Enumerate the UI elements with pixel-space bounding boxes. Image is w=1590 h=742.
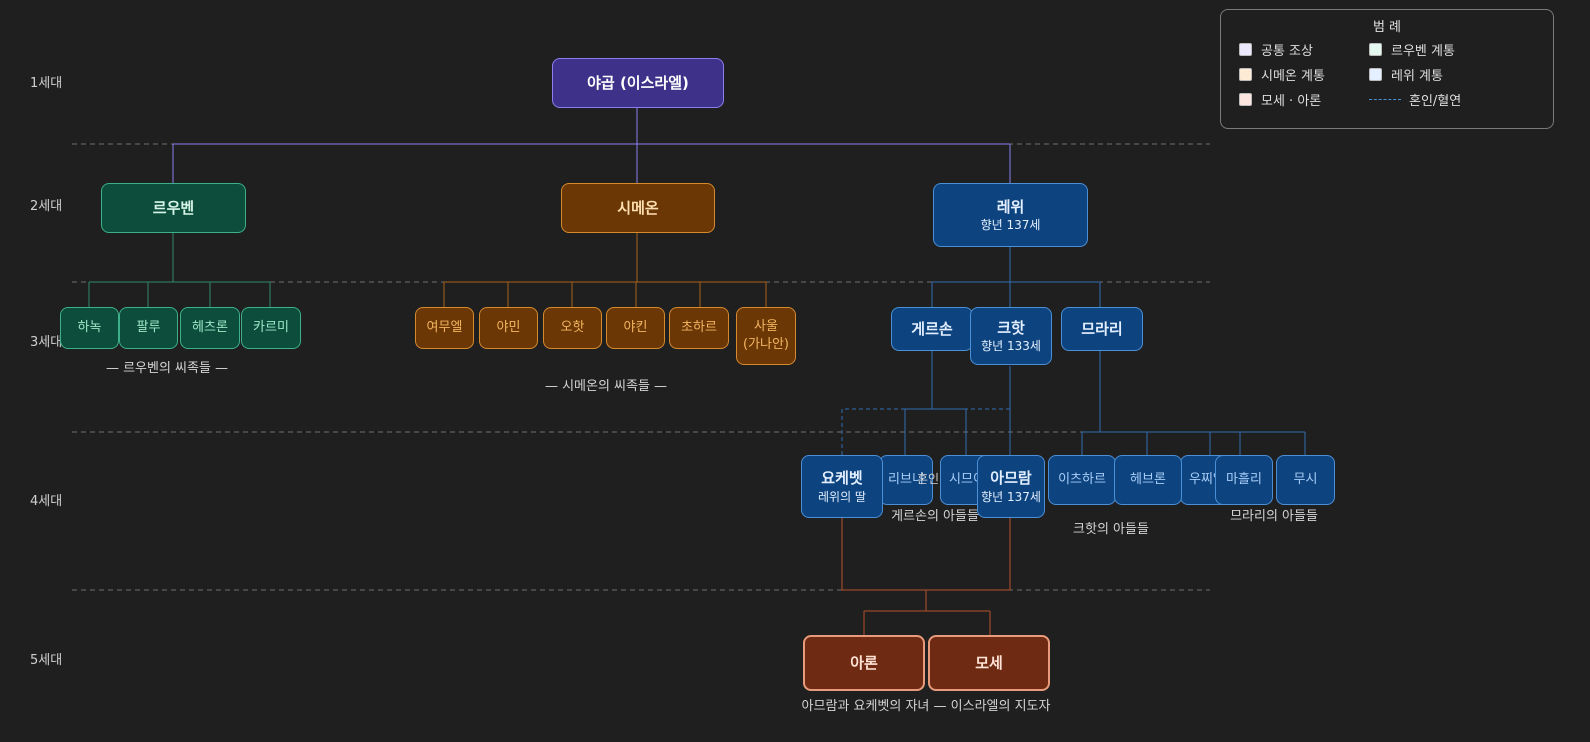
caption-kohath-sons: 크핫의 아들들 [1073,522,1149,537]
node-jamin-name: 야민 [496,320,521,336]
node-jemuel[interactable]: 여무엘 [415,307,474,349]
caption-reuben-clans: — 르우벤의 씨족들 — [105,361,229,376]
levi-lineage-connector [904,247,1306,455]
legend-label-marriage: 혼인/혈연 [1409,94,1462,109]
node-hanoch-name: 하녹 [77,320,102,336]
legend-swatch-reuben [1369,43,1382,56]
node-reuben[interactable]: 르우벤 [101,183,246,233]
legend-item-marriage: 혼인/혈연 [1369,90,1461,109]
generation-label-2: 2세대 [30,199,63,214]
node-jochebed-note: 레위의 딸 [818,489,866,504]
legend-label-simeon: 시메온 계통 [1261,69,1325,84]
node-carmi-name: 카르미 [253,320,289,336]
caption-gershon-sons: 게르손의 아들들 [891,509,979,524]
legend-swatch-moses [1239,93,1252,106]
legend-label-moses: 모세 · 아론 [1261,94,1322,109]
node-shaul-name: 사울 [754,319,778,335]
legend-dash-marriage [1369,99,1401,100]
node-shaul[interactable]: 사울 (가나안) [736,307,796,365]
node-moses[interactable]: 모세 [928,635,1050,691]
node-mushi[interactable]: 무시 [1276,455,1335,505]
node-simeon-name: 시메온 [617,198,659,217]
node-jacob-name: 야곱 (이스라엘) [587,73,689,92]
node-izhar-name: 이츠하르 [1058,472,1106,488]
legend-panel: 범 례 공통 조상 르우벤 계통 시메온 계통 레위 계통 모세 · 아론 혼인… [1220,9,1554,129]
reuben-clans-connector [88,233,271,307]
legend-item-common: 공통 조상 [1239,40,1313,59]
node-gershon[interactable]: 게르손 [891,307,973,351]
legend-label-levi: 레위 계통 [1391,69,1443,84]
node-hezron-name: 헤츠론 [192,320,228,336]
legend-swatch-levi [1369,68,1382,81]
node-aaron-name: 아론 [850,653,878,672]
children-connector [841,518,1011,635]
legend-label-reuben: 르우벤 계통 [1391,44,1455,59]
node-amram-age: 향년 137세 [981,489,1041,504]
node-levi[interactable]: 레위 향년 137세 [933,183,1088,247]
node-libni-name: 리브니 [888,472,924,488]
node-shimei-name: 시므이 [949,472,985,488]
node-kohath-age: 향년 133세 [981,339,1041,354]
jacob-sons-connector [172,108,1011,183]
node-jochebed-name: 요케벳 [821,469,863,488]
node-aaron[interactable]: 아론 [803,635,925,691]
caption-gen5-note: 아므람과 요케벳의 자녀 — 이스라엘의 지도자 [801,699,1051,714]
node-amram[interactable]: 아므람 향년 137세 [977,455,1045,518]
node-jochebed[interactable]: 요케벳 레위의 딸 [801,455,883,518]
legend-item-levi: 레위 계통 [1369,65,1443,84]
node-ohad[interactable]: 오핫 [543,307,602,349]
node-merari-name: 므라리 [1081,319,1123,338]
caption-simeon-clans: — 시메온의 씨족들 — [544,379,668,394]
node-jachin[interactable]: 야킨 [606,307,665,349]
node-hanoch[interactable]: 하녹 [60,307,119,349]
caption-merari-sons: 므라리의 아들들 [1230,509,1318,524]
node-amram-name: 아므람 [990,469,1032,488]
node-pallu-name: 팔루 [136,320,161,336]
generation-label-4: 4세대 [30,494,63,509]
node-jacob[interactable]: 야곱 (이스라엘) [552,58,724,108]
node-reuben-name: 르우벤 [152,198,195,217]
legend-item-moses: 모세 · 아론 [1239,90,1321,109]
node-levi-age: 향년 137세 [980,218,1041,233]
node-simeon[interactable]: 시메온 [561,183,715,233]
node-mahli-name: 마흘리 [1226,472,1262,488]
legend-swatch-common [1239,43,1252,56]
node-zohar-name: 초하르 [681,320,717,336]
node-jamin[interactable]: 야민 [479,307,538,349]
node-hebron[interactable]: 헤브론 [1114,455,1182,505]
node-carmi[interactable]: 카르미 [241,307,301,349]
generation-label-5: 5세대 [30,653,63,668]
node-kohath-name: 크핫 [997,318,1025,337]
legend-label-common: 공통 조상 [1261,44,1313,59]
legend-swatch-simeon [1239,68,1252,81]
node-libni[interactable]: 리브니 [879,455,933,505]
legend-title: 범 례 [1372,20,1402,35]
generation-label-1: 1세대 [30,76,63,91]
node-hebron-name: 헤브론 [1130,472,1166,488]
legend-item-reuben: 르우벤 계통 [1369,40,1455,59]
caption-marriage: 혼인 [916,472,940,486]
simeon-clans-connector [443,233,767,307]
node-mahli[interactable]: 마흘리 [1215,455,1273,505]
node-merari[interactable]: 므라리 [1061,307,1143,351]
marriage-connector [841,366,1011,455]
node-ohad-name: 오핫 [560,320,585,336]
generation-label-3: 3세대 [30,335,63,350]
node-izhar[interactable]: 이츠하르 [1048,455,1116,505]
legend-item-simeon: 시메온 계통 [1239,65,1325,84]
node-shaul-note: (가나안) [742,337,790,352]
node-gershon-name: 게르손 [911,319,953,338]
node-jachin-name: 야킨 [623,320,648,336]
node-hezron[interactable]: 헤츠론 [180,307,240,349]
node-moses-name: 모세 [975,653,1003,672]
node-zohar[interactable]: 초하르 [669,307,729,349]
node-kohath[interactable]: 크핫 향년 133세 [970,307,1052,365]
node-jemuel-name: 여무엘 [426,320,463,336]
node-levi-name: 레위 [996,197,1025,216]
node-pallu[interactable]: 팔루 [119,307,178,349]
node-mushi-name: 무시 [1293,472,1318,488]
